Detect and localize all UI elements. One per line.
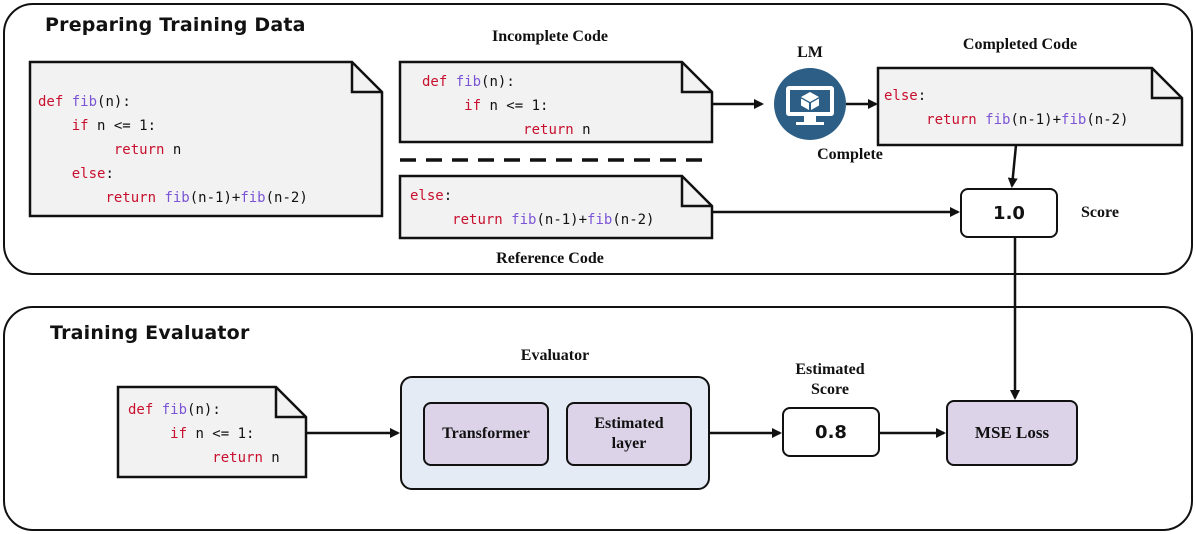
estimated-score-value: 0.8: [815, 421, 847, 443]
transformer-label: Transformer: [442, 425, 530, 442]
estimated-layer-label-2: layer: [611, 435, 647, 452]
score-box: 1.0: [960, 188, 1058, 238]
note-incomplete-code: [398, 60, 714, 144]
note-full-code: [28, 60, 384, 218]
caption-completed-code: Completed Code: [962, 36, 1078, 53]
caption-estimated-score: Estimated Score: [795, 361, 865, 398]
estimated-layer-block: Estimated layer: [566, 402, 692, 466]
arrow-completed-to-score: [1007, 144, 1018, 188]
estimated-score-box: 0.8: [782, 407, 880, 457]
note-reference-code: [398, 174, 714, 240]
code-incomplete: def fib(n): if n <= 1: return n: [422, 74, 591, 138]
code-full: def fib(n): if n <= 1: return n else: re…: [38, 94, 308, 206]
caption-incomplete-code: Incomplete Code: [492, 28, 608, 45]
panel-title-preparing: Preparing Training Data: [45, 14, 306, 36]
note-completed-code: [876, 66, 1184, 147]
lm-icon: [774, 68, 846, 140]
mse-loss-box: MSE Loss: [946, 400, 1078, 466]
note-eval-input: [116, 385, 308, 479]
code-completed: else: return fib(n-1)+fib(n-2): [884, 88, 1129, 128]
caption-score: Score: [1081, 204, 1119, 221]
panel-title-training: Training Evaluator: [50, 322, 250, 344]
transformer-block: Transformer: [423, 402, 549, 466]
caption-reference-code: Reference Code: [496, 250, 604, 267]
caption-lm: LM: [797, 44, 823, 61]
code-eval-input: def fib(n): if n <= 1: return n: [128, 402, 280, 466]
code-reference: else: return fib(n-1)+fib(n-2): [410, 188, 655, 228]
caption-evaluator: Evaluator: [520, 347, 590, 364]
caption-complete: Complete: [817, 146, 883, 163]
score-value: 1.0: [993, 202, 1025, 224]
estimated-layer-label-1: Estimated: [594, 415, 664, 432]
mse-loss-label: MSE Loss: [974, 423, 1050, 442]
